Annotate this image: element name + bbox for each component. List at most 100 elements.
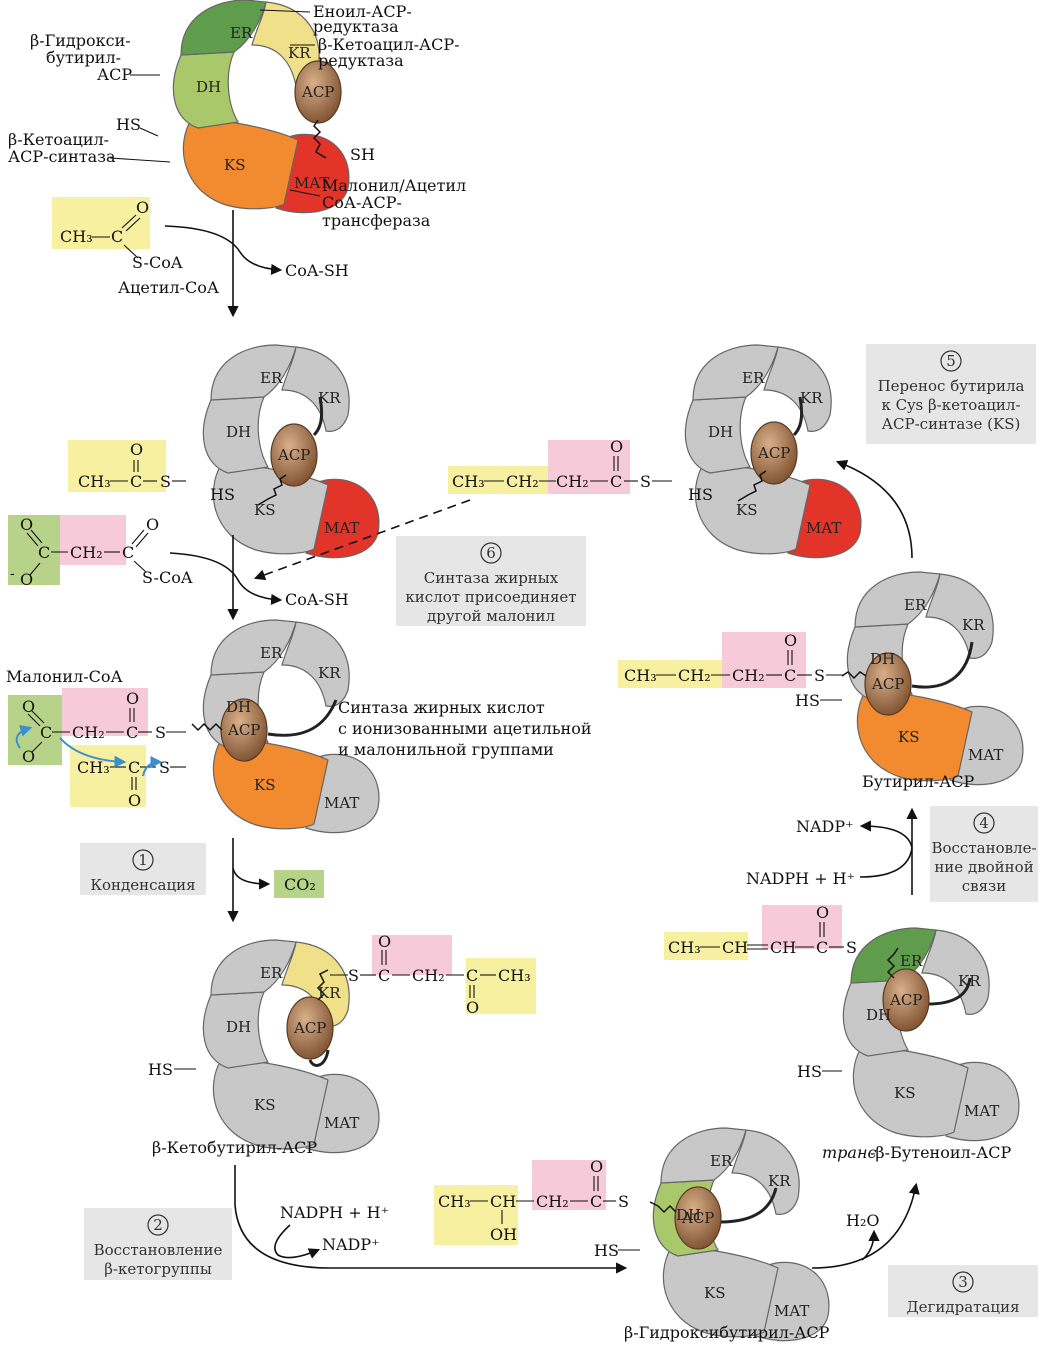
sh-top: SH [350,145,375,164]
hydroxybutyryl-name: β-Гидроксибутирил-АСР [624,1323,830,1342]
coa-sh-2: CoA-SH [285,590,349,609]
kr-label: KR [768,1172,791,1190]
hs-unit6: HS [797,1062,822,1081]
svg-text:O: O [590,1157,603,1176]
dh-label: DH [870,650,895,668]
svg-text:C: C [590,1192,602,1211]
svg-text:CH: CH [490,1192,516,1211]
mat-label: MAT [806,519,841,537]
svg-text:O: O [130,440,143,459]
step-text: Восстановле- [931,839,1036,857]
pantetheine-arm [316,969,329,1001]
kr-label: KR [962,616,985,634]
label-hydroxy-1: β-Гидрокси- [30,31,131,50]
step-boxes: 1Конденсация2Восстановлениеβ-кетогруппы3… [80,344,1038,1317]
acp-tether [312,396,324,437]
svg-text:C: C [40,723,52,742]
ks-label: KS [736,501,757,519]
svg-text:C: C [128,758,140,777]
er-domain [180,0,267,56]
er-label: ER [900,952,923,970]
label-synthase-2: АСР-синтаза [8,147,116,166]
step-text: кислот присоединяет [405,588,576,606]
acp-domain [286,996,334,1060]
er-label: ER [230,24,253,42]
dh-label: DH [196,78,221,96]
svg-text:C: C [378,966,390,985]
svg-text:OH: OH [490,1225,517,1244]
kr-label: KR [318,389,341,407]
ks-label: KS [254,501,275,519]
ionized-note-3: и малонильной группами [338,740,554,759]
dh-domain [684,396,751,474]
label-enoyl-reductase-1: Еноил-АСР- [313,2,412,21]
nadp-2: NADP⁺ [796,817,854,836]
svg-text:CH₂: CH₂ [678,666,711,685]
svg-text:O: O [784,631,797,650]
svg-text:O: O [610,437,623,456]
svg-text:S: S [159,758,170,777]
acp-tether [792,396,804,437]
top-labels: Еноил-АСР- редуктаза β-Кетоацил-АСР- ред… [8,2,466,230]
svg-text:O: O [20,515,33,534]
acetyl-ch3: CH₃ [60,227,93,246]
butenoyl-rest: -β-Бутеноил-АСР [870,1143,1011,1162]
svg-text:C: C [122,543,134,562]
er-domain [210,619,297,676]
dh-label: DH [708,423,733,441]
svg-text:S: S [155,723,166,742]
acp-label: ACP [293,1019,326,1037]
malonyl-scoa: S-CoA [142,568,193,587]
enzyme-layer: ERKRDHKSMATACPERKRDHKSMATACPERKRDHKSMATA… [172,0,1024,1342]
svg-text:C: C [130,472,142,491]
pantetheine-arm [257,474,287,506]
acp-label: ACP [681,1209,714,1227]
acp-tether [927,977,972,1006]
label-synthase-1: β-Кетоацил- [8,130,109,149]
butyryl-name: Бутирил-АСР [862,772,975,791]
ks-label: KS [254,1096,275,1114]
er-label: ER [260,964,283,982]
svg-text:C: C [784,666,796,685]
kr-label: KR [800,389,823,407]
svg-text:O: O [136,198,149,217]
ks-label: KS [898,728,919,746]
acetyl-loaded-unit: O CH₃ C S HS O C O - CH₂ C O S-CoA CoA-S… [8,440,349,621]
pantetheine-arm [649,1201,677,1214]
mat-label: MAT [324,1114,359,1132]
acp-label: ACP [301,83,334,101]
step-text: другой малонил [427,607,555,625]
svg-text:C: C [466,966,478,985]
er-label: ER [710,1152,733,1170]
er-domain [854,571,941,628]
dh-label: DH [226,1018,251,1036]
acp-domain [882,968,930,1032]
svg-text:O: O [146,515,159,534]
svg-text:-: - [10,566,15,582]
ionized-note-1: Синтаза жирных кислот [338,698,545,717]
er-label: ER [904,596,927,614]
svg-text:C: C [111,227,123,246]
step-number: 6 [486,544,496,562]
svg-text:CH₃: CH₃ [668,938,701,957]
svg-text:S: S [160,472,171,491]
mat-label: MAT [324,794,359,812]
label-mat-1: Малонил/Ацетил [322,176,466,195]
recycle-arrow [253,499,471,581]
ks-domain [212,739,329,830]
dh-label: DH [226,698,251,716]
svg-text:CH₃: CH₃ [78,472,111,491]
ks-label: KS [224,156,245,174]
svg-text:CH₃: CH₃ [452,472,485,491]
kr-domain [281,346,350,432]
er-label: ER [260,369,283,387]
svg-text:CH₂: CH₂ [70,543,103,562]
svg-text:O: O [126,689,139,708]
nadph-2: NADPH + H⁺ [746,869,855,888]
svg-text:CH₂: CH₂ [72,723,105,742]
